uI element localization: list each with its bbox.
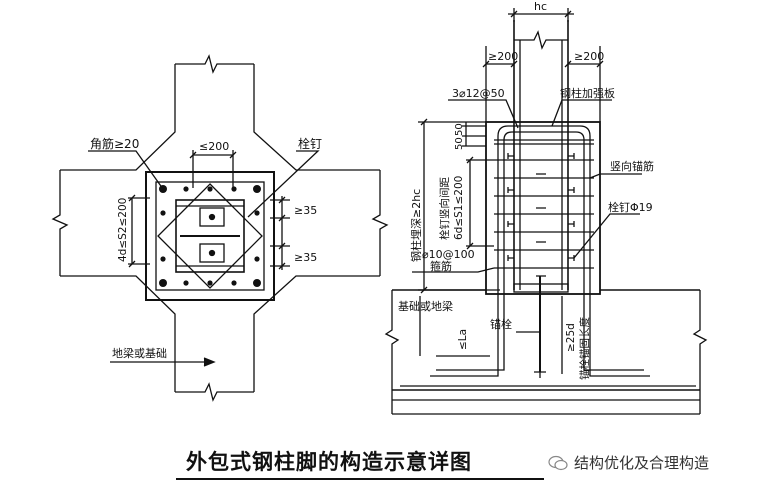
top-bars-leader xyxy=(448,99,519,129)
label-stud-spacing-1: 栓钉竖向间距 xyxy=(438,177,451,240)
stirrups xyxy=(494,159,594,269)
stud-plate-1 xyxy=(199,207,225,227)
label-foundation-section: 基础或地梁 xyxy=(398,299,453,313)
label-stud-spacing-2: 6d≤S1≤200 xyxy=(453,176,465,240)
break-mark-top xyxy=(175,54,254,74)
label-stud-dia: 栓钉Φ19 xyxy=(608,200,653,214)
section-encasement xyxy=(485,121,601,295)
section-view xyxy=(384,8,708,415)
label-corner-bar: 角筋≥20 xyxy=(90,136,139,151)
top-u-bar-1 xyxy=(497,125,591,290)
label-hc: hc xyxy=(534,0,547,13)
vertical-bar-leader xyxy=(589,173,642,179)
break-mark-left xyxy=(51,170,69,276)
steel-column xyxy=(175,199,245,273)
stiffener-leader xyxy=(551,99,612,127)
label-top-bars: 3⌀12@50 xyxy=(452,87,505,100)
label-50-2: 50 xyxy=(454,137,465,150)
label-gap-1: ≥35 xyxy=(294,204,317,217)
top-u-bar-2 xyxy=(503,131,585,290)
studs xyxy=(507,153,575,277)
watermark: 结构优化及合理构造 xyxy=(548,452,709,473)
label-s2: 4d≤S2≤200 xyxy=(117,198,129,262)
label-anchor: 锚栓 xyxy=(490,317,512,331)
stud-plate-2 xyxy=(199,243,225,263)
label-gap-2: ≥35 xyxy=(294,251,317,264)
drawing-title: 外包式钢柱脚的构造示意详图 xyxy=(186,450,472,474)
plan-foundation-outline xyxy=(60,64,380,392)
column-break-mark xyxy=(514,30,568,50)
label-25d: ≥25d xyxy=(565,323,577,352)
label-stirrup-spec: ⌀10@100 xyxy=(422,248,475,261)
break-mark-bottom xyxy=(175,382,254,402)
label-anchor-length: 锚栓锚固长度 xyxy=(578,317,591,380)
foundation-break-right xyxy=(692,290,708,414)
stud-dia-leader xyxy=(573,213,640,259)
encasement-outer xyxy=(145,171,275,301)
stud-leader xyxy=(247,150,320,218)
label-stiffener: 钢柱加强板 xyxy=(560,86,615,100)
label-foundation-plan: 地梁或基础 xyxy=(112,346,167,360)
label-ge200-right: ≥200 xyxy=(574,50,604,63)
stirrup-leader xyxy=(412,267,495,273)
label-spacing-top: ≤200 xyxy=(199,140,229,153)
label-stud: 栓钉 xyxy=(298,136,322,151)
foundation-break-left xyxy=(384,290,400,414)
break-mark-right xyxy=(371,170,389,276)
wechat-icon xyxy=(548,455,568,470)
watermark-text: 结构优化及合理构造 xyxy=(574,454,710,472)
title-underline xyxy=(176,478,544,480)
label-vertical-bar: 竖向锚筋 xyxy=(610,159,654,173)
label-ge200-left: ≥200 xyxy=(488,50,518,63)
label-50-1: 50 xyxy=(454,123,465,136)
label-embed: 钢柱埋深≥2hc xyxy=(409,189,423,262)
encasement-inner xyxy=(155,181,265,291)
corner-bar-leader xyxy=(88,150,164,190)
plan-view xyxy=(51,54,389,402)
label-stirrup: 箍筋 xyxy=(430,259,452,273)
label-la: ≤La xyxy=(457,329,469,350)
